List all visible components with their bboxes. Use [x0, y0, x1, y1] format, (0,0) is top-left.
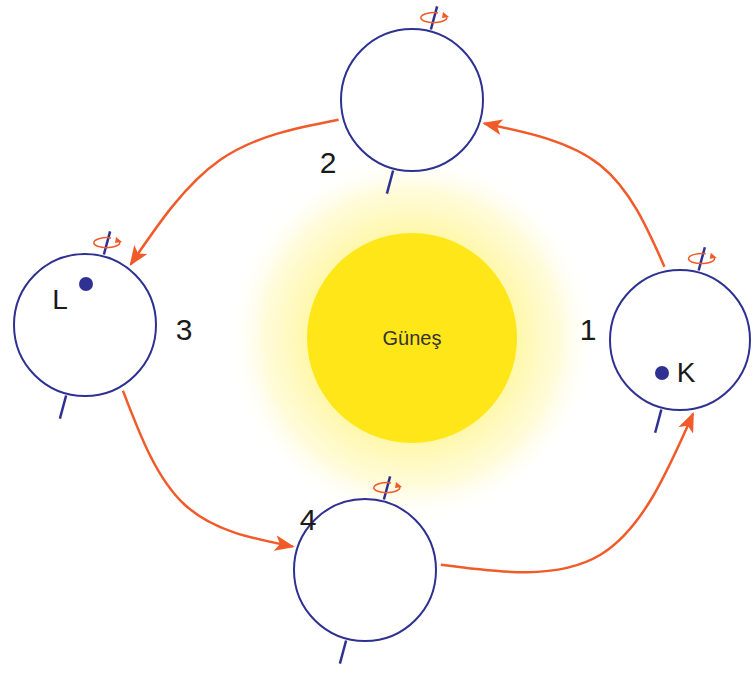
axis-stub: [104, 231, 110, 254]
rotation-arrowhead: [442, 12, 449, 18]
earth-circle: L3: [13, 253, 157, 397]
axis-stub: [655, 410, 661, 433]
earth-outline: [609, 269, 751, 411]
earth-circle: 2: [340, 28, 484, 172]
orbit-arrow: [131, 120, 339, 265]
axis-stub: [384, 476, 390, 499]
earth-outline: [13, 253, 157, 397]
earth-circle: 1K: [609, 269, 751, 411]
place-dot: [79, 277, 93, 291]
sun-glow: [227, 153, 597, 523]
earth-circle: 4: [293, 498, 437, 642]
place-dot: [655, 366, 669, 380]
earth-outline: [340, 28, 484, 172]
rotation-arrowhead: [395, 482, 402, 488]
position-number: 4: [300, 505, 317, 535]
orbit-arrow: [484, 123, 664, 266]
orbit-arrow: [441, 414, 693, 572]
position-number: 3: [176, 315, 193, 345]
rotation-arrowhead: [115, 237, 122, 243]
earth-axes: [60, 6, 717, 663]
sun-label: Güneş: [383, 328, 442, 348]
place-label: L: [52, 286, 68, 314]
axis-stub: [60, 396, 66, 419]
axis-stub: [699, 247, 705, 270]
position-number: 2: [320, 148, 337, 178]
rotation-arrowhead: [710, 253, 717, 259]
orbit-arrow: [123, 391, 293, 547]
position-number: 1: [580, 315, 597, 345]
place-label: K: [677, 359, 696, 387]
sun-circle: Güneş: [307, 233, 517, 443]
axis-stub: [340, 641, 346, 664]
axis-stub: [431, 6, 437, 29]
axis-stub: [387, 171, 393, 194]
